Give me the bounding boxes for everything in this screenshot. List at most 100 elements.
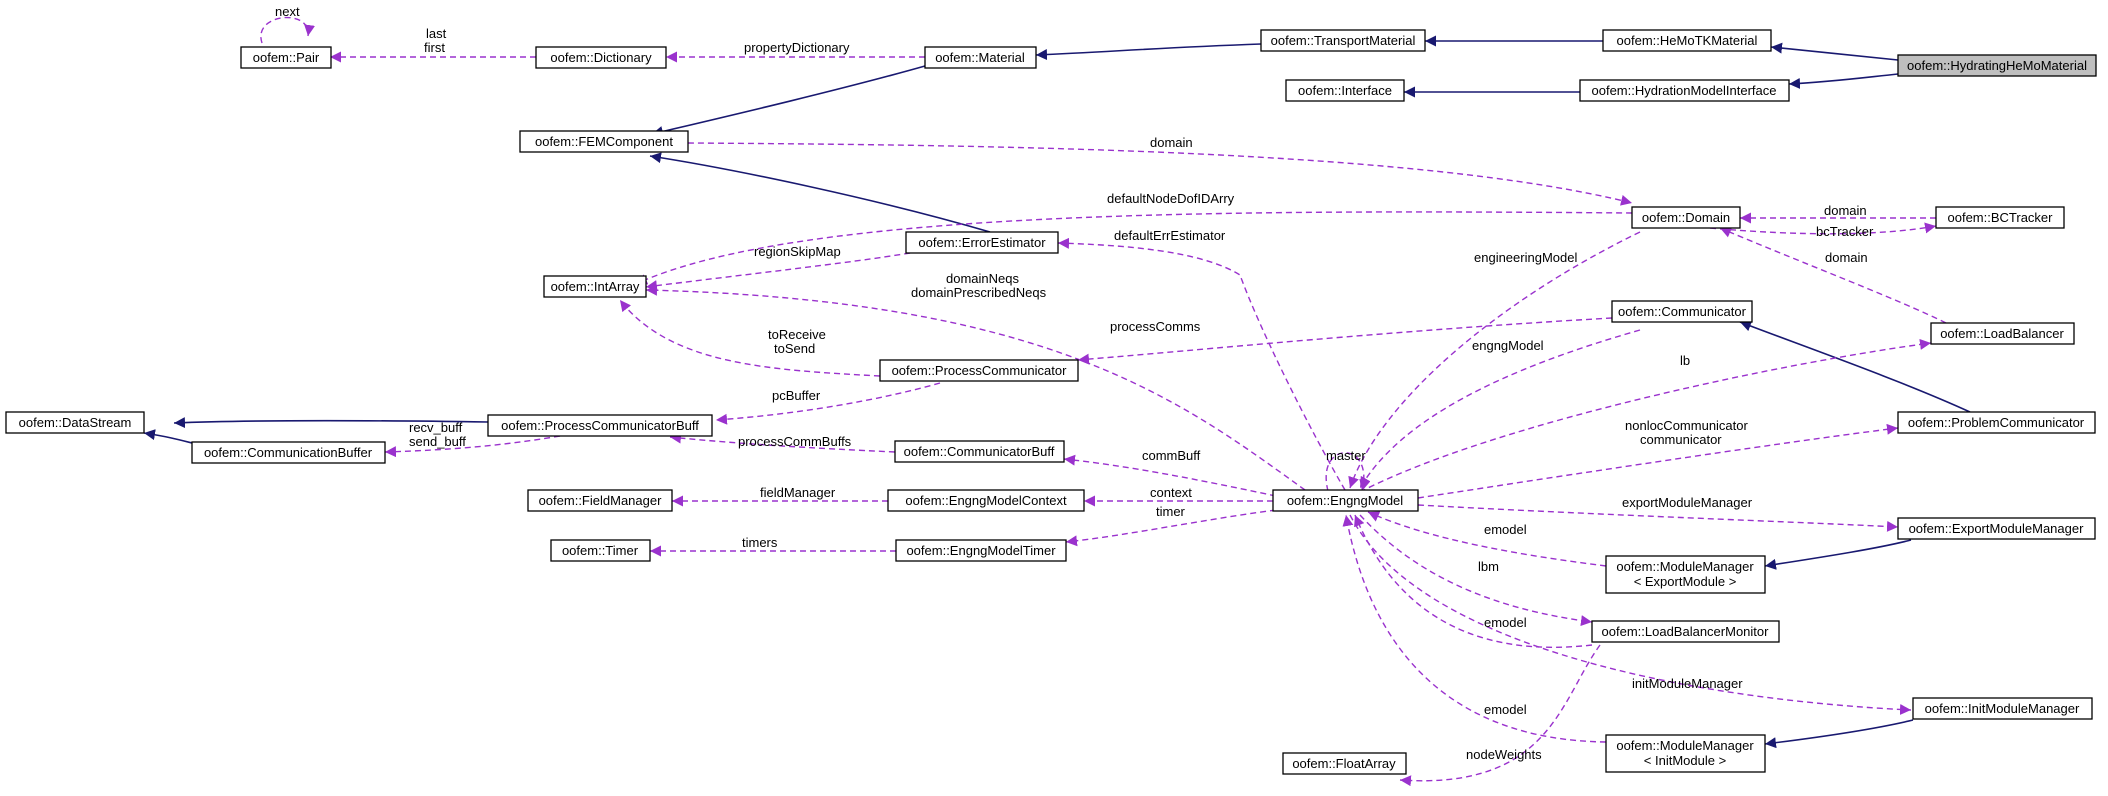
edge-lbm-engng [1354,514,1593,648]
node-data-stream-label: oofem::DataStream [19,415,132,430]
node-error-estimator-label: oofem::ErrorEstimator [918,235,1046,250]
edge-commbuffer-to-datastream [143,429,197,445]
label-process-comm-buffs: processCommBuffs [738,434,852,449]
node-communicator-buff-label: oofem::CommunicatorBuff [904,444,1055,459]
edge-exportmm-to-modulemanager [1764,539,1912,570]
node-engng-model[interactable]: oofem::EngngModel [1272,489,1419,512]
node-process-communicator[interactable]: oofem::ProcessCommunicator [879,359,1079,382]
edge-material-to-fem-component [651,65,926,137]
node-hydrating-hemo-material-label: oofem::HydratingHeMoMaterial [1907,58,2087,73]
edge-domain-bctracker [1709,222,1937,235]
node-int-array-label: oofem::IntArray [551,279,640,294]
node-timer[interactable]: oofem::Timer [550,539,651,562]
label-to-receive: toReceive [768,327,826,342]
node-export-module-manager[interactable]: oofem::ExportModuleManager [1897,517,2096,540]
node-problem-communicator-label: oofem::ProblemCommunicator [1908,415,2085,430]
label-region-skip-map: regionSkipMap [754,244,841,259]
node-hydration-model-interface-label: oofem::HydrationModelInterface [1592,83,1777,98]
edge-transport-to-material [1035,43,1262,61]
label-domain-neqs: domainNeqs [946,271,1019,286]
node-fem-component[interactable]: oofem::FEMComponent [519,130,689,153]
label-default-err-estimator: defaultErrEstimator [1114,228,1226,243]
label-bctracker: bcTracker [1816,224,1874,239]
node-module-manager-export[interactable]: oofem::ModuleManager < ExportModule > [1605,555,1766,594]
label-emodel-1: emodel [1484,522,1527,537]
node-material[interactable]: oofem::Material [924,46,1037,69]
edge-domain-intarray [635,211,1633,285]
node-hydrating-hemo-material[interactable]: oofem::HydratingHeMoMaterial [1897,54,2097,77]
class-nodes: oofem::Pair oofem::Dictionary oofem::Mat… [5,29,2097,775]
node-engng-model-context[interactable]: oofem::EngngModelContext [887,489,1085,512]
edge-lb-domain [1719,227,1947,324]
node-interface[interactable]: oofem::Interface [1285,79,1405,102]
node-load-balancer-monitor[interactable]: oofem::LoadBalancerMonitor [1591,620,1780,643]
edge-engng-errest [1057,237,1346,491]
node-transport-material[interactable]: oofem::TransportMaterial [1260,29,1426,52]
node-hemotk-material[interactable]: oofem::HeMoTKMaterial [1602,29,1772,52]
label-engineering-model: engineeringModel [1474,250,1577,265]
edge-error-estimator-to-fem-component [649,152,991,233]
node-module-manager-init-label-2: < InitModule > [1644,753,1726,768]
node-load-balancer[interactable]: oofem::LoadBalancer [1930,322,2075,345]
label-process-comms: processComms [1110,319,1201,334]
label-init-module-manager: initModuleManager [1632,676,1743,691]
edge-pcomm-intarray [619,299,881,377]
edge-engng-lb [1359,338,1932,493]
edge-engng-commbuff [1063,454,1277,497]
label-emodel-3: emodel [1484,702,1527,717]
label-domain-lb: domain [1825,250,1868,265]
edge-domain-engng [1348,231,1641,489]
edge-pcbuff-to-datastream [173,417,489,429]
node-pair-label: oofem::Pair [253,50,320,65]
node-error-estimator[interactable]: oofem::ErrorEstimator [905,231,1059,254]
edge-fem-domain [687,142,1633,206]
node-module-manager-export-label-2: < ExportModule > [1634,574,1737,589]
node-load-balancer-monitor-label: oofem::LoadBalancerMonitor [1602,624,1770,639]
node-communicator-label: oofem::Communicator [1618,304,1747,319]
edge-errest-intarray [645,252,911,292]
node-hydration-model-interface[interactable]: oofem::HydrationModelInterface [1579,79,1790,102]
label-first: first [424,40,445,55]
node-domain-label: oofem::Domain [1642,210,1730,225]
node-interface-label: oofem::Interface [1298,83,1392,98]
label-nonloc-communicator: nonlocCommunicator [1625,418,1749,433]
edge-mminit-engng [1342,514,1607,743]
node-module-manager-init[interactable]: oofem::ModuleManager < InitModule > [1605,734,1766,773]
node-load-balancer-label: oofem::LoadBalancer [1940,326,2064,341]
edge-communicator-engng [1359,329,1641,489]
edge-commbuff-pcbuff [669,432,896,453]
node-domain[interactable]: oofem::Domain [1631,206,1741,229]
node-communication-buffer[interactable]: oofem::CommunicationBuffer [191,441,386,464]
node-int-array[interactable]: oofem::IntArray [543,275,647,298]
edge-mmexport-engng [1367,511,1607,567]
label-to-send: toSend [774,341,815,356]
node-dictionary[interactable]: oofem::Dictionary [535,46,667,69]
label-engng-model: engngModel [1472,338,1544,353]
node-hemotk-material-label: oofem::HeMoTKMaterial [1617,33,1758,48]
label-property-dictionary: propertyDictionary [744,40,850,55]
node-float-array[interactable]: oofem::FloatArray [1282,752,1407,775]
edge-problemcomm-to-communicator [1739,320,1971,413]
node-process-communicator-label: oofem::ProcessCommunicator [892,363,1068,378]
node-communicator-buff[interactable]: oofem::CommunicatorBuff [894,440,1065,463]
node-bc-tracker[interactable]: oofem::BCTracker [1935,206,2065,229]
node-timer-label: oofem::Timer [562,543,639,558]
node-communicator[interactable]: oofem::Communicator [1611,300,1753,323]
node-field-manager[interactable]: oofem::FieldManager [527,489,673,512]
edge-hydrating-to-hemotk [1770,42,1899,61]
node-init-module-manager[interactable]: oofem::InitModuleManager [1912,697,2093,720]
node-bc-tracker-label: oofem::BCTracker [1948,210,2054,225]
node-export-module-manager-label: oofem::ExportModuleManager [1909,521,2085,536]
node-pair[interactable]: oofem::Pair [240,46,332,69]
edge-hydrating-to-hydration-if [1788,73,1899,89]
node-process-communicator-buff[interactable]: oofem::ProcessCommunicatorBuff [487,414,713,437]
edge-engng-master [1325,452,1371,492]
node-engng-model-timer[interactable]: oofem::EngngModelTimer [895,539,1067,562]
node-data-stream[interactable]: oofem::DataStream [5,411,145,434]
label-master: master [1326,448,1366,463]
node-module-manager-export-label-1: oofem::ModuleManager [1616,559,1754,574]
node-problem-communicator[interactable]: oofem::ProblemCommunicator [1897,411,2096,434]
node-float-array-label: oofem::FloatArray [1292,756,1396,771]
label-communicator: communicator [1640,432,1722,447]
label-default-node-dof: defaultNodeDofIDArry [1107,191,1235,206]
